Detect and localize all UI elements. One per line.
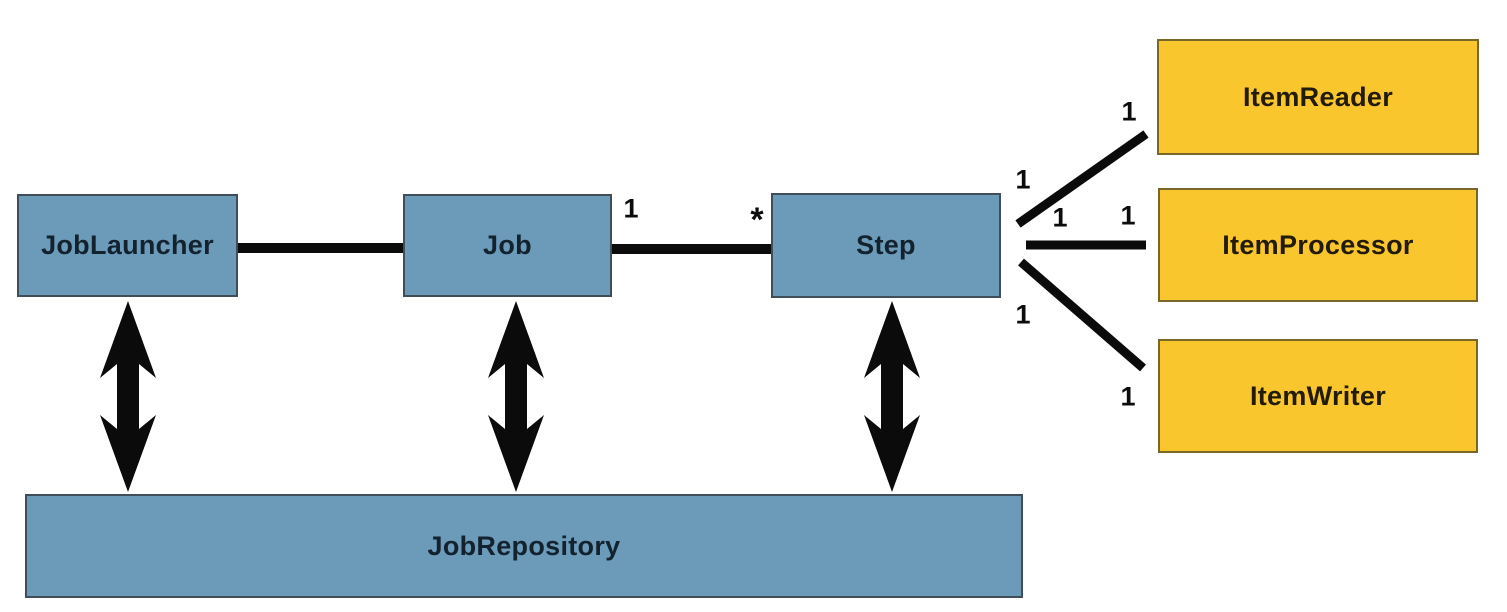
- arrow-step-jobrepository: [864, 301, 920, 492]
- node-label: ItemProcessor: [1222, 229, 1414, 260]
- node-job-launcher: JobLauncher: [17, 194, 238, 297]
- multiplicity-job-step-target: *: [750, 201, 764, 239]
- arrow-job-jobrepository: [488, 301, 544, 492]
- multiplicity-step-processor-target: 1: [1120, 200, 1136, 231]
- node-item-processor: ItemProcessor: [1158, 188, 1478, 302]
- node-label: ItemWriter: [1249, 380, 1387, 411]
- node-label: ItemReader: [1242, 81, 1394, 112]
- node-job-repository: JobRepository: [25, 494, 1023, 598]
- node-item-writer: ItemWriter: [1158, 339, 1478, 453]
- edge-step-itemwriter: [1018, 258, 1146, 372]
- node-label: JobRepository: [427, 530, 621, 561]
- multiplicity-step-processor-source: 1: [1052, 202, 1068, 233]
- multiplicity-step-writer-target: 1: [1120, 381, 1136, 412]
- multiplicity-job-step-source: 1: [623, 193, 639, 224]
- node-job: Job: [403, 194, 612, 297]
- node-label: Step: [856, 230, 916, 260]
- arrow-joblauncher-jobrepository: [100, 301, 156, 492]
- node-label: JobLauncher: [41, 230, 214, 260]
- multiplicity-step-reader-source: 1: [1015, 164, 1031, 195]
- multiplicity-step-writer-source: 1: [1015, 299, 1031, 330]
- node-item-reader: ItemReader: [1157, 39, 1479, 155]
- node-step: Step: [771, 193, 1001, 298]
- node-label: Job: [483, 230, 532, 260]
- multiplicity-step-reader-target: 1: [1121, 96, 1137, 127]
